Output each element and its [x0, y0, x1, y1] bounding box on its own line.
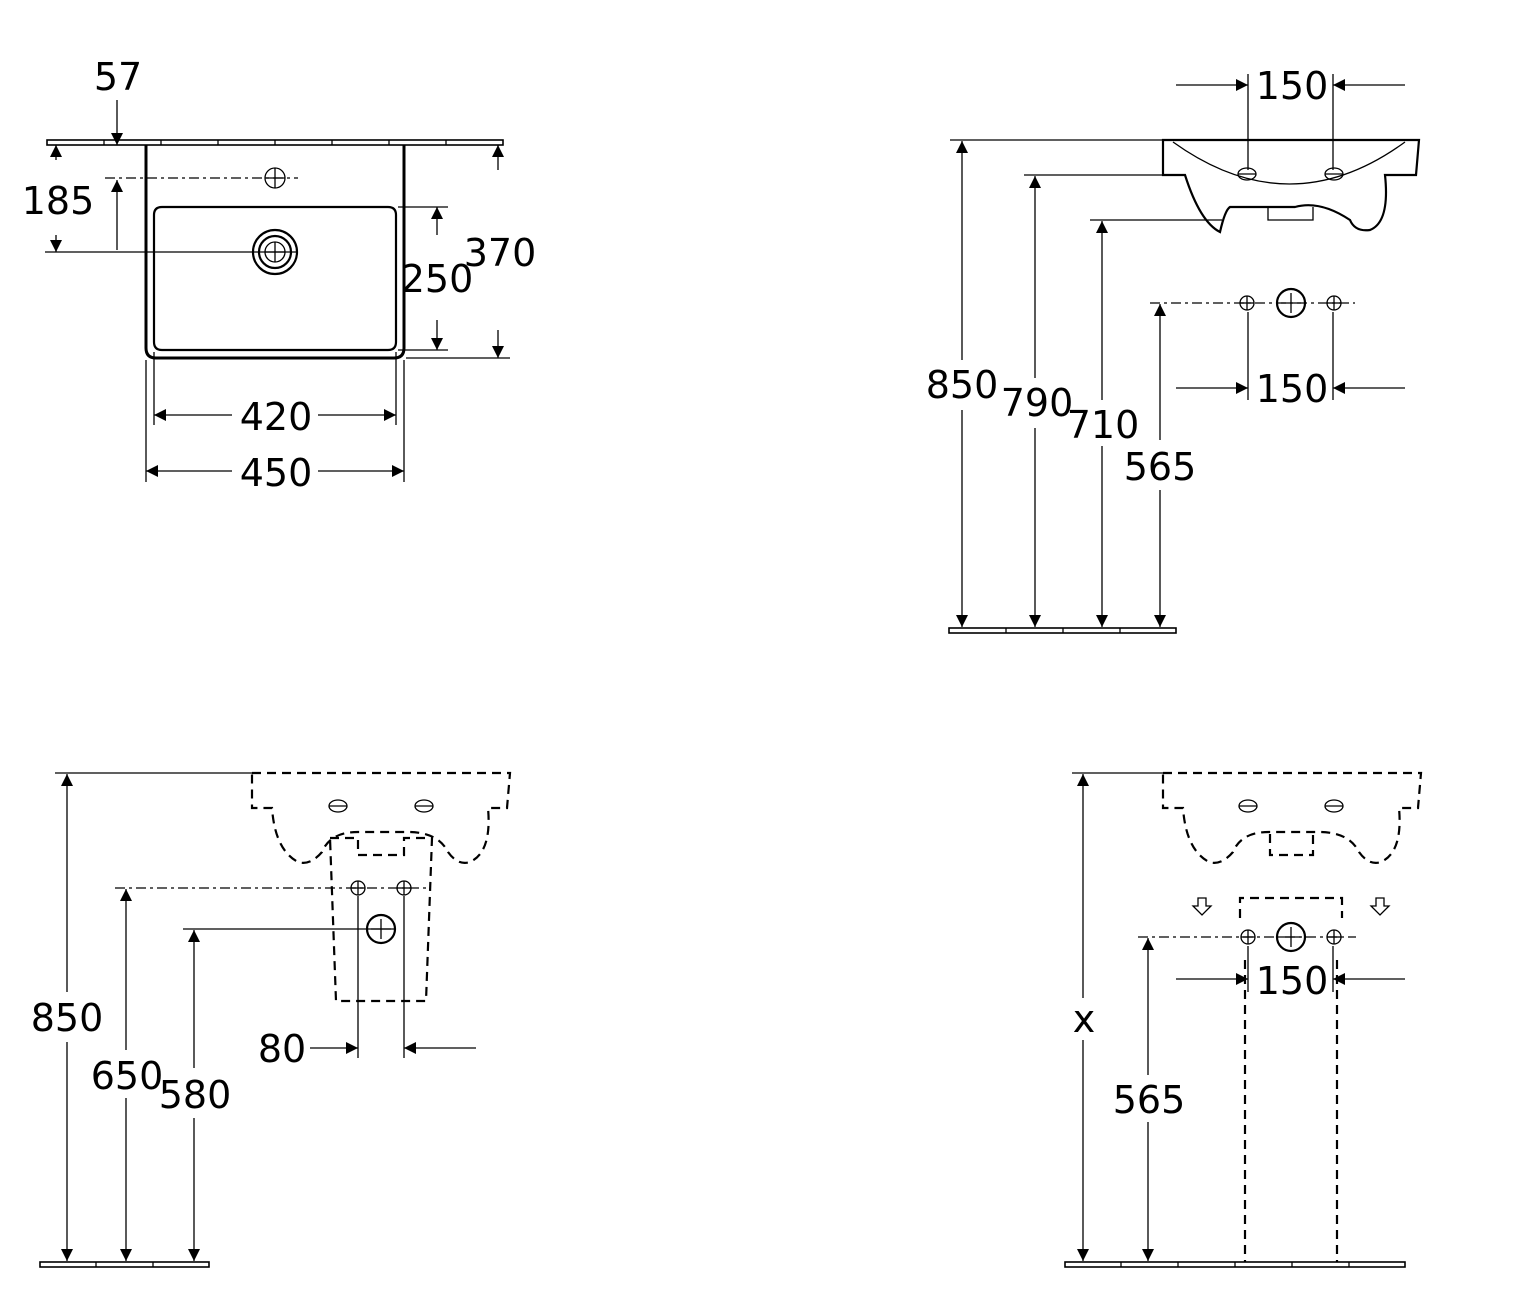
dim-850-wall: 850: [926, 141, 999, 627]
dim-565-pedestal-label: 565: [1113, 1078, 1186, 1122]
dim-150-bottom: 150: [1176, 312, 1405, 411]
dim-580: 580: [159, 930, 232, 1261]
tap-hole-right-icon: [414, 799, 434, 813]
dim-185-label: 185: [22, 179, 95, 223]
dim-450: 450: [145, 360, 405, 495]
supply-left-icon: [1240, 929, 1256, 945]
pedestal-view: 150 x 565: [1064, 771, 1423, 1268]
semi-pedestal-view: 80 850 650 580: [31, 771, 512, 1268]
dim-250: 250: [398, 206, 474, 351]
top-view: 57 185 370 250 420: [22, 55, 537, 495]
supply-right-icon: [1326, 295, 1342, 311]
waste-outlet-icon: [365, 913, 397, 945]
arrow-down-icon: [1369, 897, 1391, 916]
waste-outlet-icon: [1275, 921, 1307, 953]
dim-420-label: 420: [240, 395, 313, 439]
dim-580-label: 580: [159, 1073, 232, 1117]
supply-points: [1150, 287, 1355, 319]
dim-x-label: x: [1073, 997, 1096, 1041]
dim-150-top-label: 150: [1256, 64, 1329, 108]
tap-hole-right-icon: [1324, 799, 1344, 813]
bowl-outline: [152, 205, 398, 352]
dim-850-semi: 850: [31, 774, 104, 1261]
dim-250-label: 250: [401, 257, 474, 301]
dim-150-top: 150: [1176, 64, 1405, 170]
floor-strip: [1064, 1261, 1406, 1268]
tap-hole-left-icon: [328, 799, 348, 813]
waste-outlet-icon: [1275, 287, 1307, 319]
basin-profile: [1161, 138, 1421, 234]
drain-icon: [45, 228, 299, 276]
basin-outline: [144, 145, 406, 360]
dim-150-pedestal: 150: [1176, 946, 1405, 1003]
supply-left-icon: [1239, 295, 1255, 311]
floor-strip: [39, 1261, 210, 1268]
floor-strip: [948, 627, 1177, 634]
supply-right-icon: [396, 880, 412, 896]
semi-pedestal-outline: [328, 836, 434, 1003]
tap-hole-right-icon: [1324, 167, 1344, 181]
dim-790: 790: [1001, 176, 1074, 627]
dim-650-label: 650: [91, 1054, 164, 1098]
arrow-down-icon: [1191, 897, 1213, 916]
tap-hole-left-icon: [1238, 799, 1258, 813]
dim-850-semi-label: 850: [31, 996, 104, 1040]
wall-strip: [46, 139, 504, 146]
dim-370-label: 370: [464, 231, 537, 275]
supply-left-icon: [350, 880, 366, 896]
dim-150-bottom-label: 150: [1256, 367, 1329, 411]
wall-mount-view: 150 15: [926, 64, 1421, 634]
dim-x: x: [1073, 774, 1096, 1261]
dim-710: 710: [1067, 221, 1140, 627]
dim-450-label: 450: [240, 451, 313, 495]
dim-565-pedestal: 565: [1113, 938, 1186, 1261]
tap-hole-left-icon: [1237, 167, 1257, 181]
dim-185: 185: [22, 145, 95, 252]
pedestal-outline: [1238, 896, 1344, 1262]
dim-420: 420: [153, 352, 397, 439]
dim-57: 57: [94, 55, 142, 250]
dim-150-pedestal-label: 150: [1256, 959, 1329, 1003]
dim-650: 650: [91, 889, 164, 1261]
dim-57-label: 57: [94, 55, 142, 99]
dim-370: 370: [406, 145, 537, 359]
dim-790-label: 790: [1001, 381, 1074, 425]
tap-hole-icon: [105, 167, 298, 189]
dim-710-label: 710: [1067, 403, 1140, 447]
dim-80: 80: [258, 896, 476, 1071]
supply-right-icon: [1326, 929, 1342, 945]
dim-80-label: 80: [258, 1027, 306, 1071]
dim-565-wall: 565: [1124, 304, 1197, 627]
basin-dashed-outline: [1161, 771, 1423, 864]
dim-565-wall-label: 565: [1124, 445, 1197, 489]
dim-850-wall-label: 850: [926, 363, 999, 407]
basin-dashed-outline: [250, 771, 512, 864]
